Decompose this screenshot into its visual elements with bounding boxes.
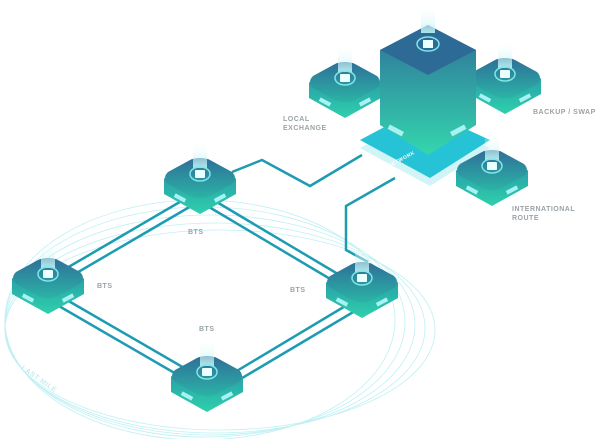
bts-node-bottom	[170, 337, 244, 413]
core-tower	[380, 5, 476, 155]
bts-node-right	[325, 243, 399, 319]
backup-swap-node	[468, 39, 542, 115]
bts-label-bottom: BTS	[199, 326, 215, 333]
bts-label-left: BTS	[97, 283, 113, 290]
bts-label-right: BTS	[290, 287, 306, 294]
local-exchange-node	[308, 43, 382, 119]
backup-swap-label: BACKUP / SWAP	[533, 109, 596, 116]
bts-node-top	[163, 139, 237, 215]
bts-label-top: BTS	[188, 229, 204, 236]
